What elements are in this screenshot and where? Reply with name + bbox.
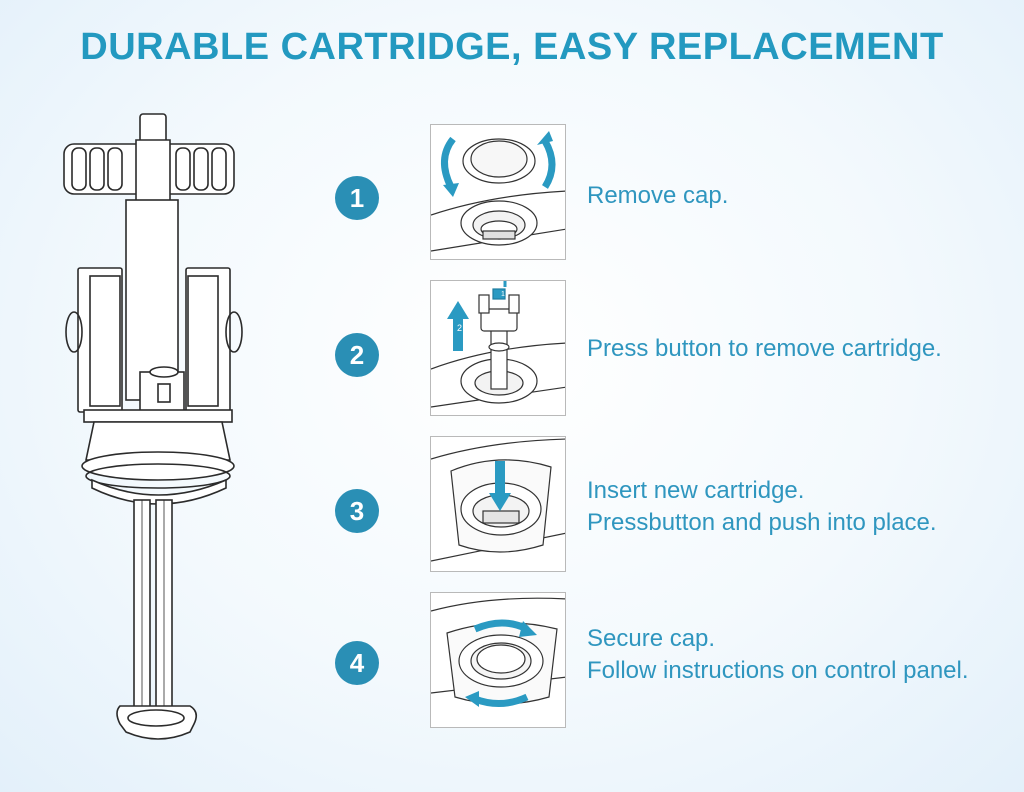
step-4-diagram <box>430 592 566 728</box>
step-4-text: Secure cap. Follow instructions on contr… <box>587 623 969 687</box>
step-2-number: 2 <box>335 333 379 377</box>
step-1-number: 1 <box>335 176 379 220</box>
step-2-text: Press button to remove cartridge. <box>587 333 942 365</box>
step-2-label-2: 2 <box>457 323 462 333</box>
step-3-line-1: Insert new cartridge. <box>587 477 805 504</box>
page-title: DURABLE CARTRIDGE, EASY REPLACEMENT <box>80 26 944 68</box>
step-1-line-1: Remove cap. <box>587 182 729 209</box>
step-1-text: Remove cap. <box>587 180 728 212</box>
step-2-diagram: 2 1 <box>430 280 566 416</box>
step-3-text: Insert new cartridge. Pressbutton and pu… <box>587 475 937 539</box>
step-3-diagram <box>430 436 566 572</box>
step-3-number: 3 <box>335 489 379 533</box>
step-4-line-1: Secure cap. <box>587 625 716 652</box>
step-2-line-1: Press button to remove cartridge. <box>587 335 942 362</box>
step-4-line-2: Follow instructions on control panel. <box>587 657 969 684</box>
step-3-line-2: Pressbutton and push into place. <box>587 509 937 536</box>
step-4-number: 4 <box>335 641 379 685</box>
step-2-label-1: 1 <box>501 291 505 298</box>
cartridge-illustration <box>40 100 300 760</box>
step-1-diagram <box>430 124 566 260</box>
